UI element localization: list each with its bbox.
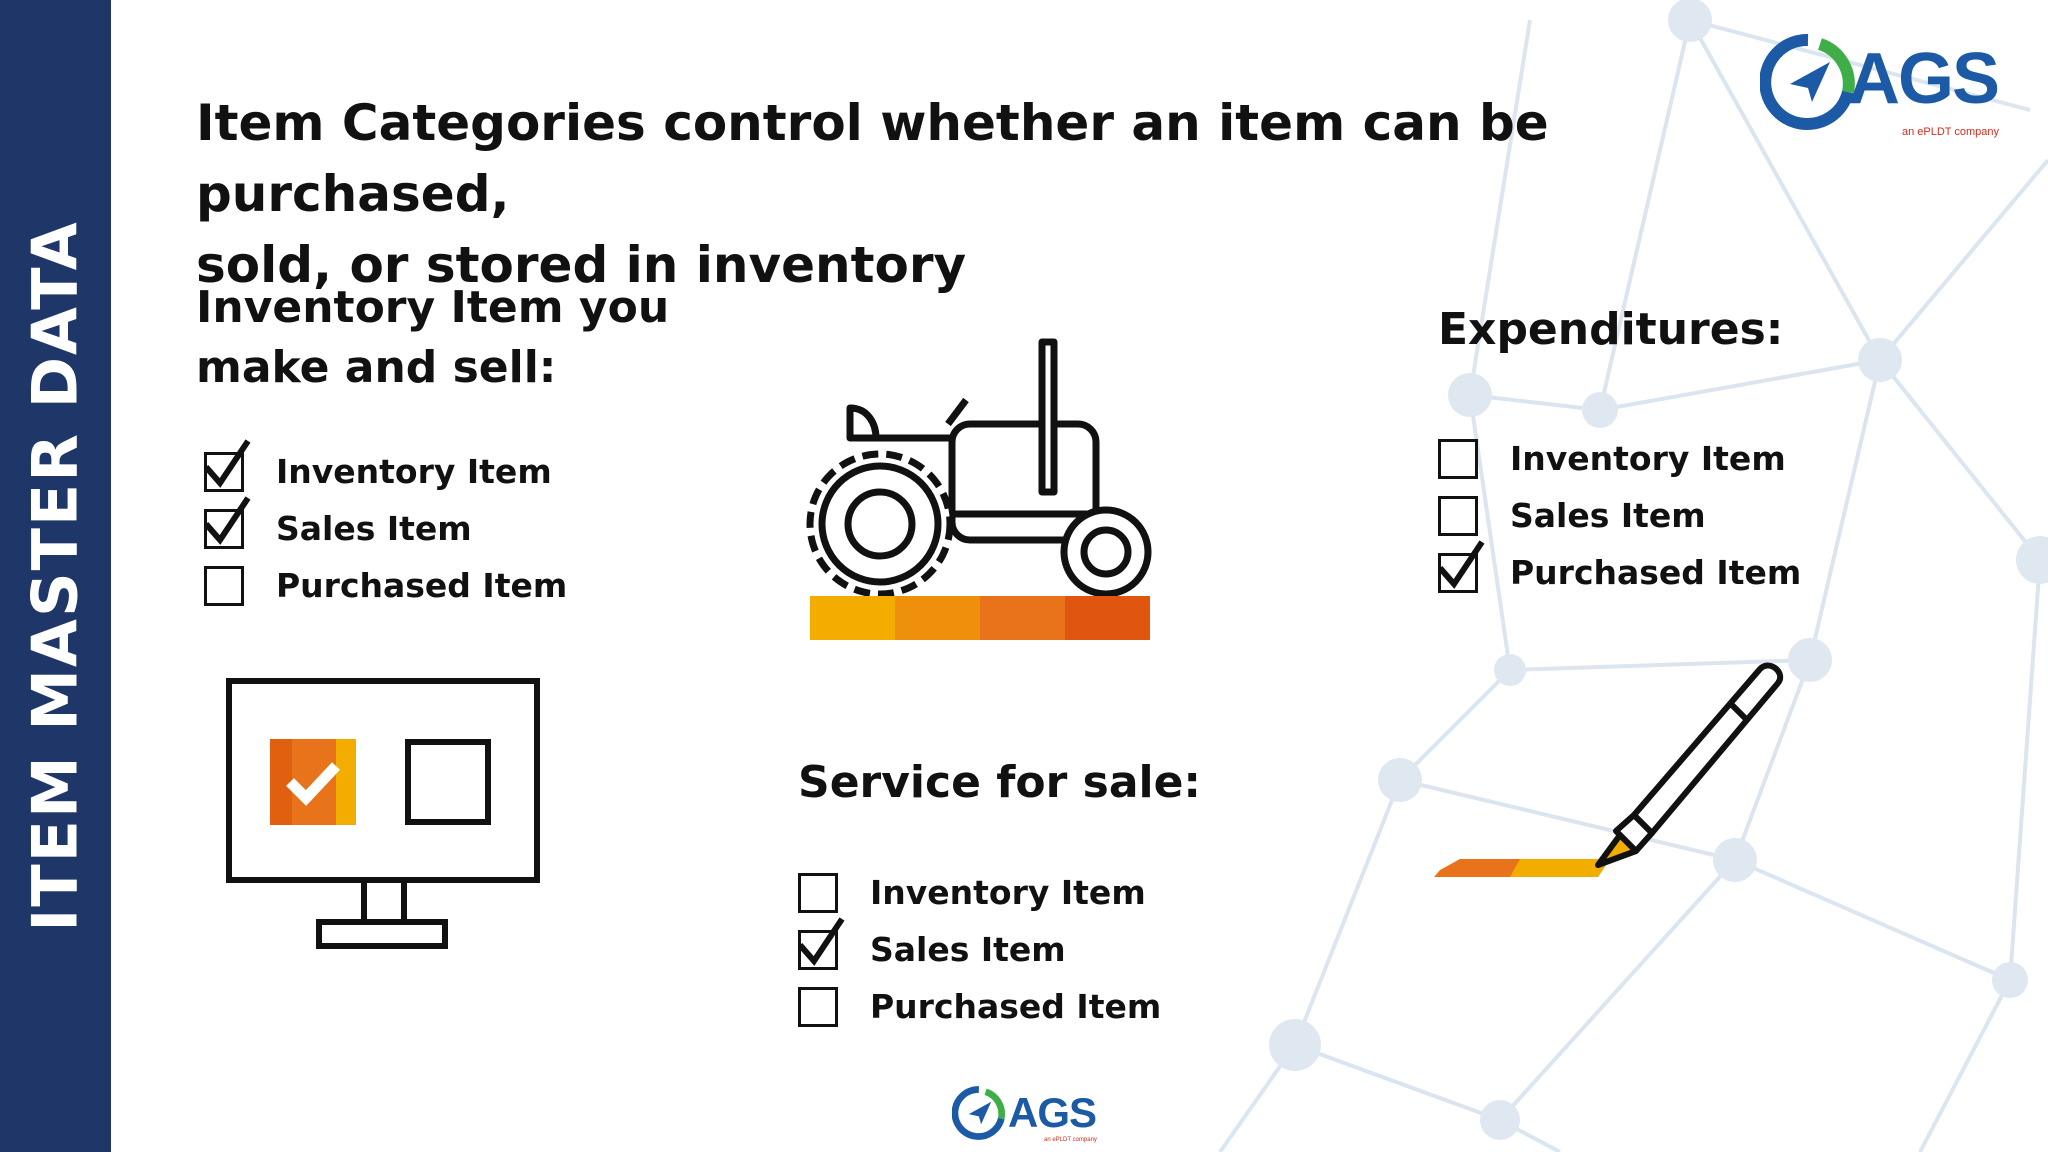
ags-logo-bottom: AGS an ePLDT company [952,1085,1102,1145]
check-icon [203,496,251,545]
pen-icon [1434,662,1783,877]
option-label: Purchased Item [870,987,1162,1026]
section-title-line-1: Inventory Item you [196,282,670,333]
check-icon [1437,540,1485,589]
section-title-line-1: Expenditures: [1438,304,1784,355]
section-title-line-1: Service for sale: [798,757,1202,808]
option-label: Purchased Item [276,566,568,605]
sidebar: ITEM MASTER DATA [0,0,111,1152]
ags-logo-tagline: an ePLDT company [1902,126,2000,138]
ags-logo-mark-icon [1759,33,1855,130]
option-label: Sales Item [870,930,1066,969]
monitor-checkbox-icon [226,678,540,949]
check-icon [203,439,251,488]
section-title-service-for-sale: Service for sale: [798,753,1201,813]
checkbox[interactable] [1438,496,1478,536]
section-title-expenditures: Expenditures: [1438,300,1783,360]
checkbox[interactable] [204,566,244,606]
option-label: Inventory Item [870,873,1146,912]
page-title-line-2: sold, or stored in inventory [196,236,967,294]
option-label: Inventory Item [276,452,552,491]
sidebar-title: ITEM MASTER DATA [18,220,92,932]
ags-logo: AGS an ePLDT company [1759,32,2000,142]
page-title-line-1: Item Categories control whether an item … [196,94,1549,223]
section-title-line-2: make and sell: [196,342,557,393]
option-label: Inventory Item [1510,439,1786,478]
page-title: Item Categories control whether an item … [196,88,1696,301]
section-title-make-and-sell: Inventory Item you make and sell: [196,278,669,398]
tractor-icon [806,338,1152,640]
ags-logo-tagline: an ePLDT company [1044,1137,1097,1143]
option-label: Sales Item [276,509,472,548]
option-label: Sales Item [1510,496,1706,535]
checkbox[interactable] [798,987,838,1027]
ags-logo-text: AGS [1848,39,2000,119]
checkbox[interactable] [1438,439,1478,479]
ags-logo-mark-icon [952,1086,1006,1140]
check-icon [797,917,845,966]
ags-logo-text: AGS [1008,1089,1097,1136]
option-label: Purchased Item [1510,553,1802,592]
checkbox[interactable] [798,873,838,913]
